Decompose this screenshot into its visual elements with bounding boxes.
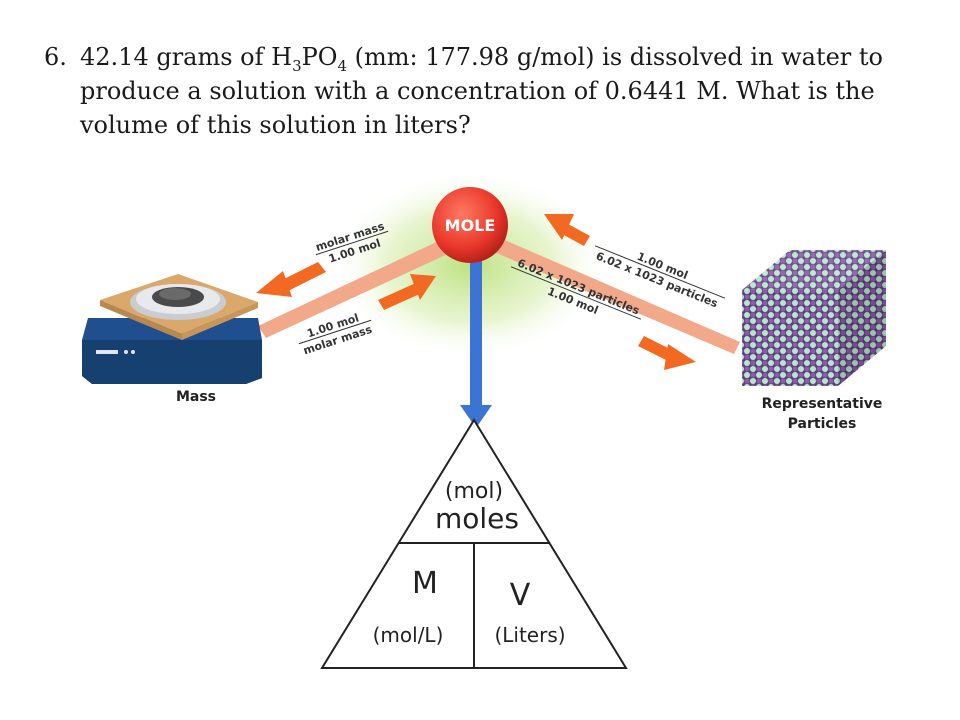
- mole-circle: [432, 187, 508, 263]
- mvn-triangle: [320, 418, 628, 669]
- left-down-arrow: [378, 274, 436, 310]
- triangle-left-unit: (mol/L): [373, 623, 444, 647]
- particle-cube-image: [742, 250, 886, 386]
- question-text: 6. 42.14 grams of H3PO4 (mm: 177.98 g/mol…: [44, 40, 924, 142]
- question-mass: 42.14 grams of H: [80, 43, 293, 71]
- question-number: 6.: [44, 43, 67, 71]
- question-line-1: 6. 42.14 grams of H3PO4 (mm: 177.98 g/mol…: [44, 40, 924, 74]
- question-line-2: produce a solution with a concentration …: [80, 77, 875, 105]
- particles-label-line2: Particles: [788, 416, 857, 432]
- triangle-left-symbol: M: [412, 566, 438, 601]
- triangle-right-symbol: V: [510, 578, 531, 613]
- right-band: [494, 238, 740, 354]
- triangle-top-label: moles: [435, 502, 519, 535]
- question-po: PO: [301, 43, 338, 71]
- particles-label-line1: Representative: [762, 396, 883, 412]
- right-up-arrow: [544, 214, 590, 246]
- subscript-3: 3: [292, 57, 302, 75]
- question-rest: (mm: 177.98 g/mol) is dissolved in water…: [347, 43, 883, 71]
- scale-image: [82, 274, 262, 384]
- left-band: [258, 238, 452, 338]
- question-line-3: volume of this solution in liters?: [80, 111, 471, 139]
- subscript-4: 4: [337, 57, 347, 75]
- mole-label: MOLE: [445, 216, 496, 235]
- right-down-arrow: [638, 336, 696, 370]
- left-up-arrow: [256, 262, 326, 297]
- triangle-top-unit: (mol): [445, 479, 503, 504]
- mass-label: Mass: [176, 389, 216, 405]
- triangle-right-unit: (Liters): [494, 623, 565, 647]
